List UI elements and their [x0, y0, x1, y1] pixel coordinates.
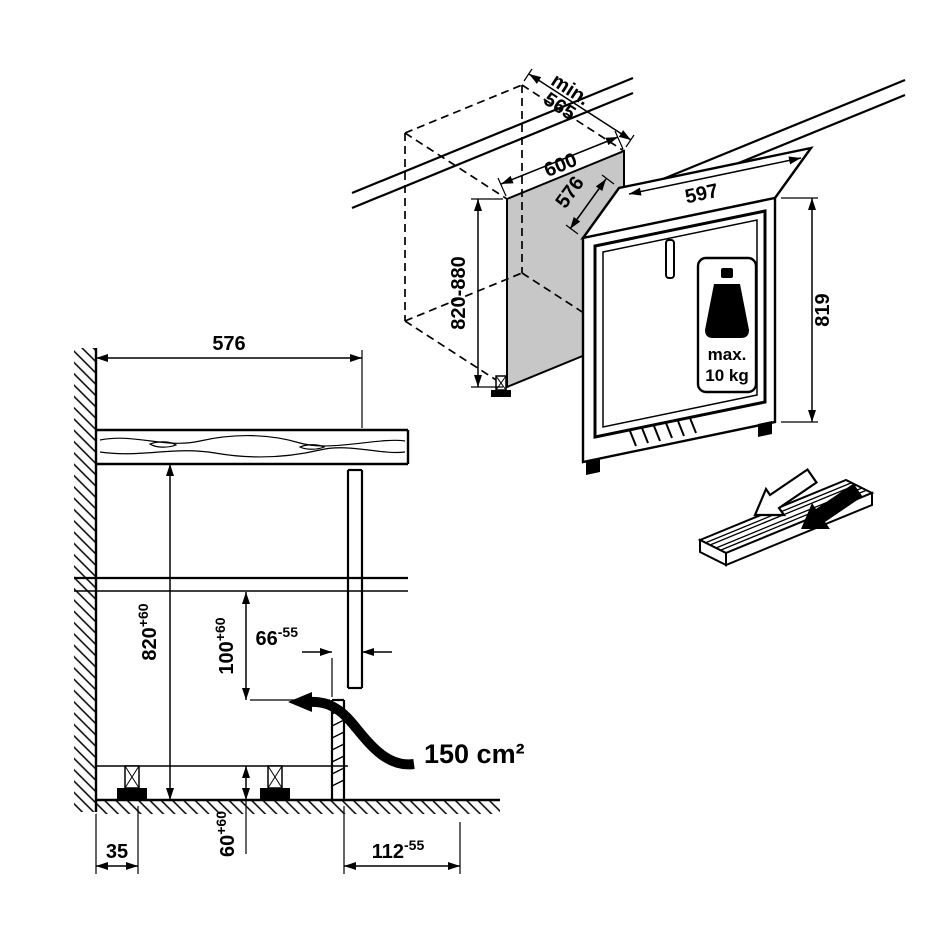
door-handle — [665, 239, 675, 279]
airflow-arrowhead — [288, 692, 312, 712]
vent-grille-icon — [697, 467, 875, 567]
wall-hatch — [74, 348, 96, 812]
appliance-iso: max. 10 kg — [580, 146, 814, 475]
rear-gap-label: 35 — [106, 841, 128, 863]
floor-hatch — [96, 801, 500, 814]
niche-height-label: 820-880 — [448, 256, 470, 329]
niche-depth-label: min.565 — [536, 70, 593, 128]
section-view: 150 cm² — [74, 348, 525, 814]
plinth-height-label: 60+60 — [213, 811, 239, 857]
dim-door-gap: 66-55 — [256, 624, 392, 697]
dim-plinth-height: 60+60 — [213, 766, 250, 857]
worktop-section — [96, 428, 410, 466]
door-load-label-1: max. — [708, 345, 747, 364]
wood-grain — [99, 434, 406, 458]
niche-levelling-foot — [491, 375, 511, 397]
vent-area-label: 150 cm² — [424, 739, 525, 769]
weight-icon — [705, 268, 749, 338]
vent-clearance-label: 100+60 — [212, 617, 238, 674]
dim-niche-height-section: 820+60 — [135, 464, 174, 800]
airflow-arrow-black-icon — [801, 483, 863, 529]
airflow-arrow-white-icon — [753, 467, 819, 517]
door-gap-label: 66-55 — [256, 624, 299, 650]
appliance-foot-right — [758, 421, 772, 437]
door-load-label-2: 10 kg — [705, 366, 748, 385]
dim-rear-gap: 35 — [95, 806, 139, 874]
dim-worktop-depth: 576 — [96, 333, 363, 428]
airflow-arrow — [309, 696, 415, 770]
appliance-base-vent-slats — [629, 417, 697, 447]
appliance-foot-left — [586, 459, 600, 475]
niche-height-section-label: 820+60 — [135, 603, 161, 660]
door-load-plate: max. 10 kg — [696, 256, 758, 394]
dim-niche-height: 820-880 — [448, 198, 503, 388]
dim-vent-clearance: 100+60 — [212, 592, 330, 701]
appliance-door-inner-frame — [602, 219, 758, 428]
dim-plinth-recess: 112-55 — [343, 806, 461, 874]
appliance-feet-section — [117, 765, 290, 800]
dim-appliance-height: 819 — [781, 197, 834, 423]
plinth-recess-label: 112-55 — [372, 837, 425, 863]
appliance-height-label: 819 — [812, 293, 834, 326]
worktop-depth-label: 576 — [212, 333, 245, 355]
